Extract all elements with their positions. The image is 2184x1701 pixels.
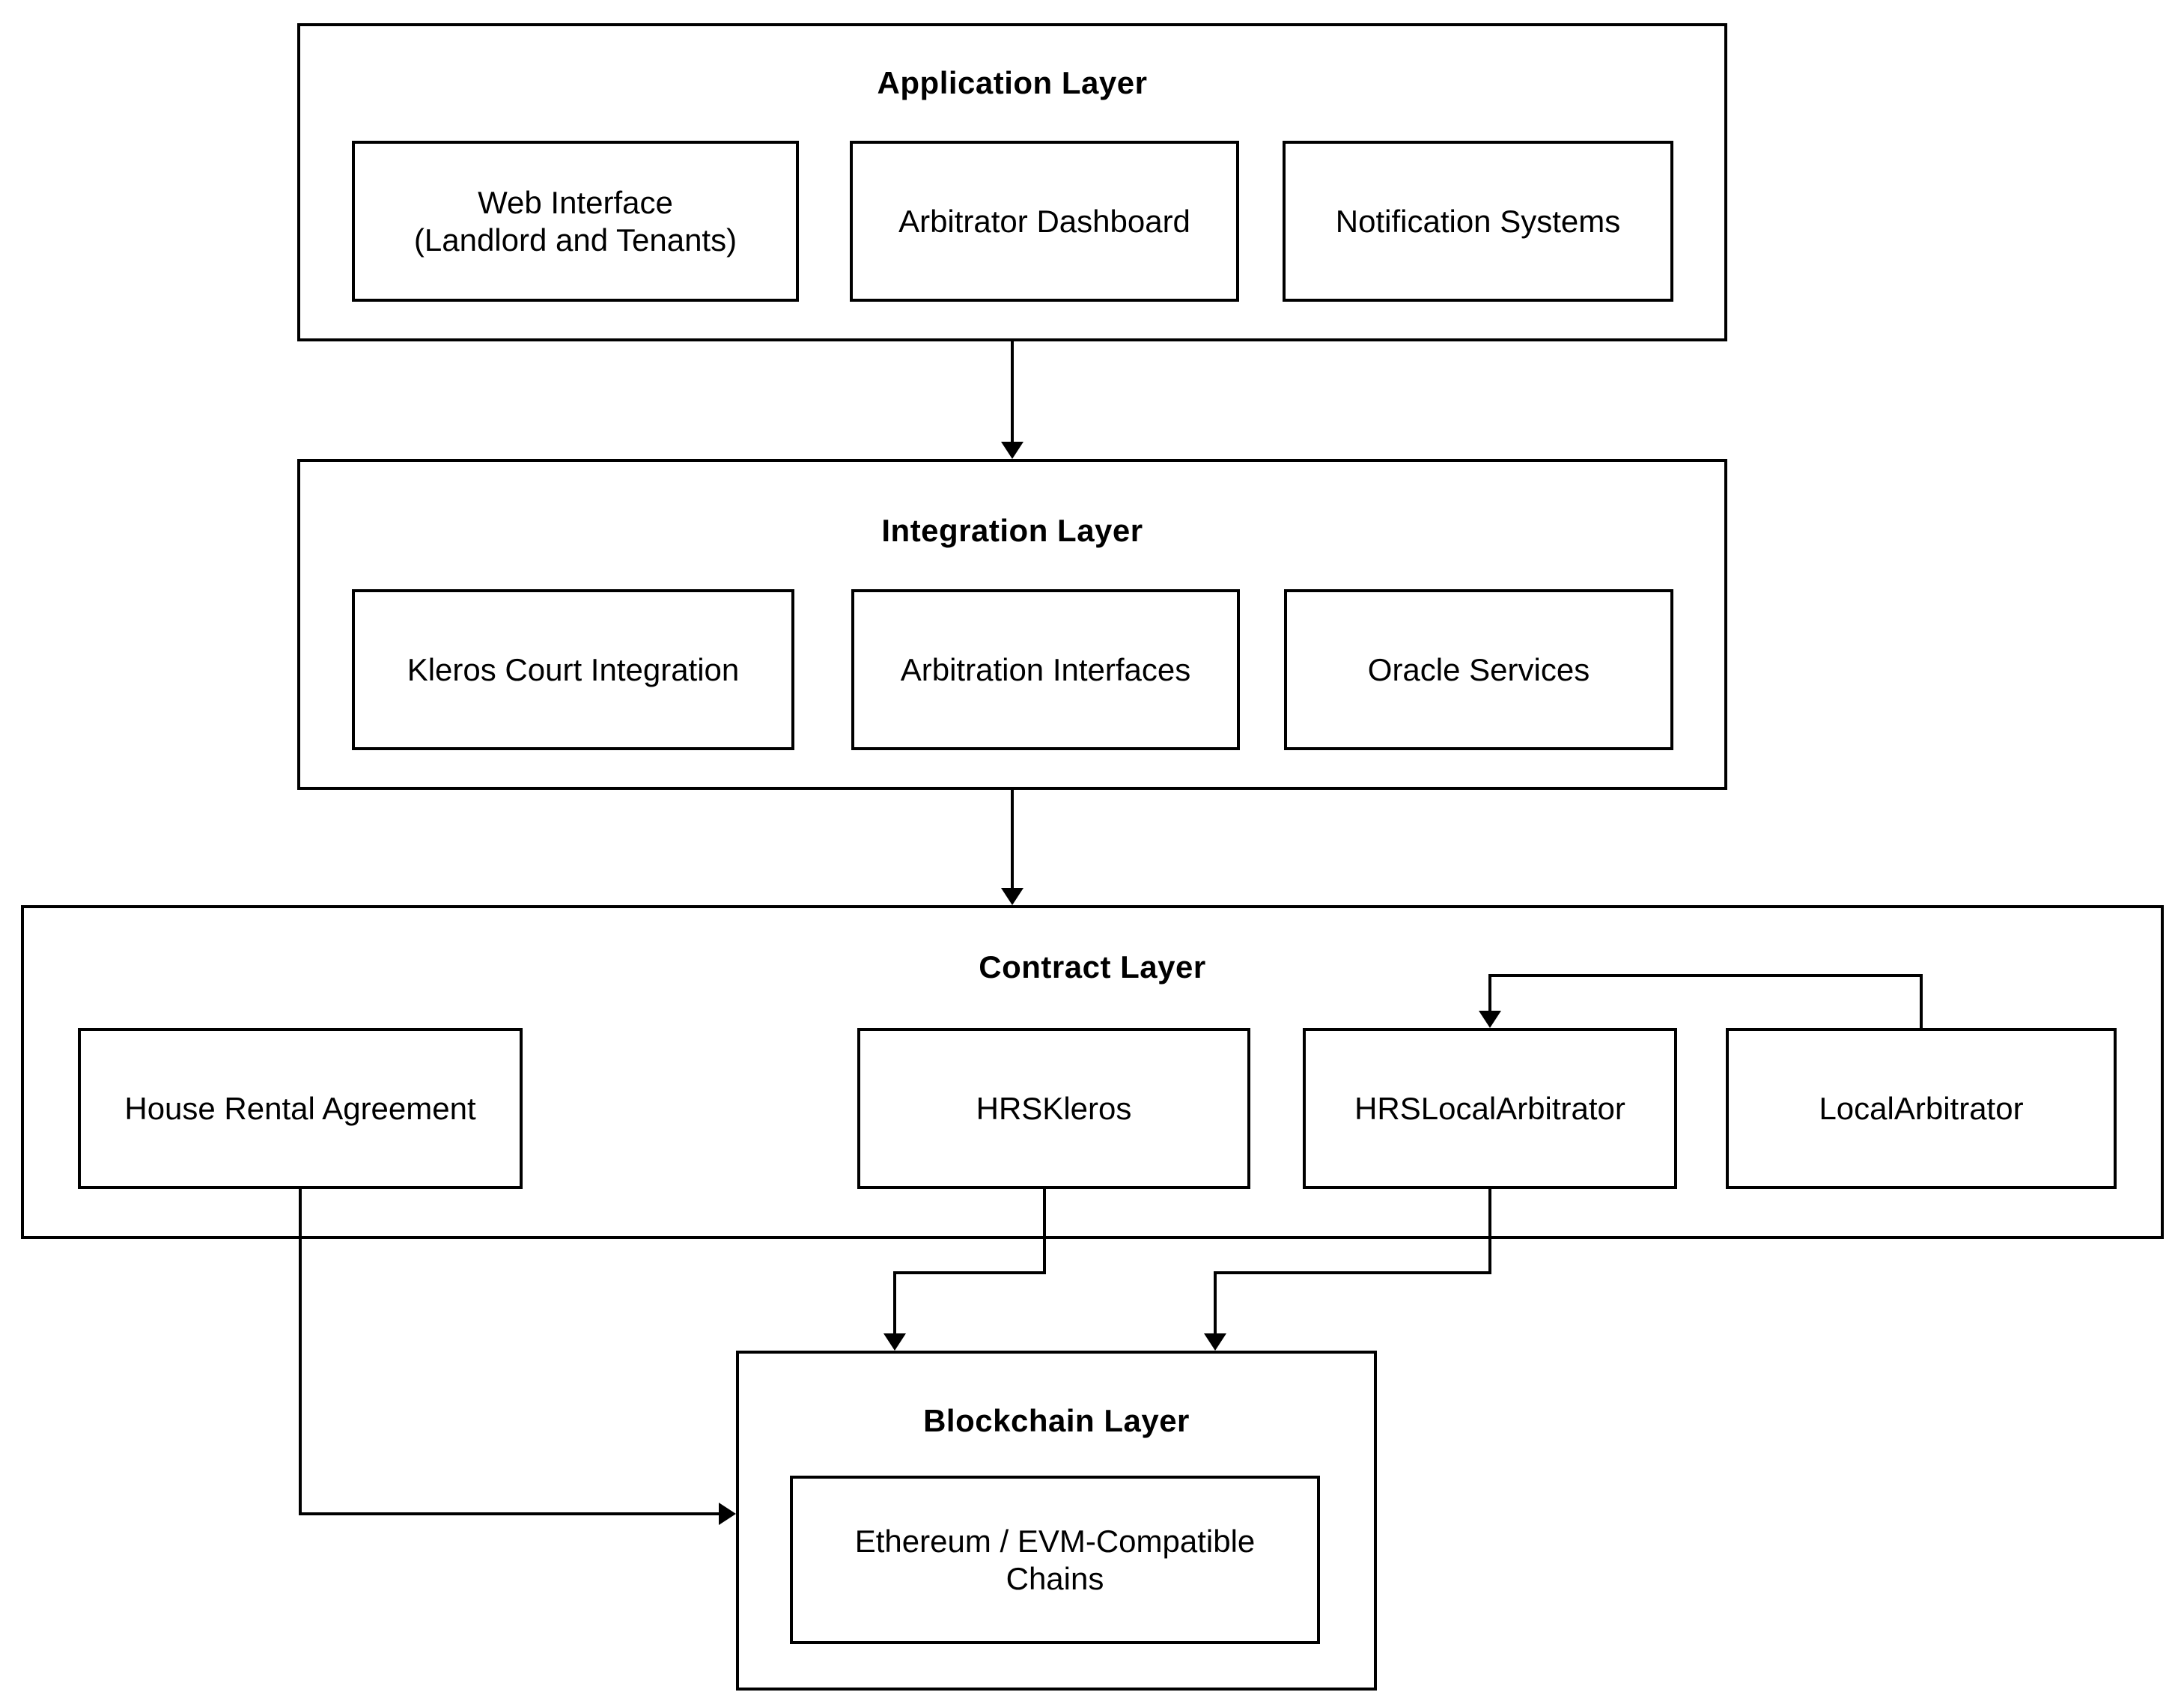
connector-hrskleros-down-segment — [1043, 1189, 1046, 1274]
node-notification-systems: Notification Systems — [1283, 141, 1673, 302]
connector-localarbitrator-down-segment — [1488, 974, 1491, 1012]
node-notification-systems-label: Notification Systems — [1335, 203, 1621, 239]
node-localarbitrator: LocalArbitrator — [1726, 1028, 2117, 1189]
node-hrslocalarbitrator: HRSLocalArbitrator — [1303, 1028, 1677, 1189]
connector-localarbitrator-to-hrslocalarbitrator-arrowhead — [1479, 1011, 1501, 1028]
node-oracle-services: Oracle Services — [1284, 589, 1673, 750]
node-hrskleros-label: HRSKleros — [976, 1090, 1132, 1126]
blockchain-layer-title: Blockchain Layer — [923, 1403, 1190, 1438]
node-oracle-services-label: Oracle Services — [1367, 651, 1590, 687]
node-arbitrator-dashboard: Arbitrator Dashboard — [850, 141, 1239, 302]
node-house-rental-agreement-label: House Rental Agreement — [124, 1090, 476, 1126]
connector-house-rental-horizontal-segment — [299, 1512, 720, 1515]
connector-hrslocalarbitrator-down-segment — [1488, 1189, 1491, 1274]
node-ethereum-evm-chains-label: Ethereum / EVM-Compatible Chains — [854, 1523, 1256, 1596]
node-web-interface-label: Web Interface (Landlord and Tenants) — [413, 184, 737, 258]
connector-house-rental-to-blockchain-arrowhead — [719, 1503, 736, 1525]
node-house-rental-agreement: House Rental Agreement — [78, 1028, 523, 1189]
connector-hrslocalarbitrator-descend-segment — [1214, 1271, 1217, 1335]
node-arbitration-interfaces: Arbitration Interfaces — [851, 589, 1240, 750]
contract-layer-title: Contract Layer — [979, 949, 1206, 985]
node-kleros-court-integration-label: Kleros Court Integration — [407, 651, 740, 687]
connector-localarbitrator-up-segment — [1920, 974, 1923, 1028]
node-hrslocalarbitrator-label: HRSLocalArbitrator — [1354, 1090, 1625, 1126]
connector-integration-to-contract-arrowhead — [1001, 888, 1023, 905]
connector-localarbitrator-horizontal-segment — [1488, 974, 1923, 977]
connector-hrskleros-to-blockchain-arrowhead — [883, 1333, 906, 1351]
integration-layer-title: Integration Layer — [881, 513, 1143, 548]
node-hrskleros: HRSKleros — [857, 1028, 1250, 1189]
connector-hrslocalarbitrator-to-blockchain-arrowhead — [1204, 1333, 1226, 1351]
application-layer-title: Application Layer — [877, 65, 1148, 100]
node-web-interface: Web Interface (Landlord and Tenants) — [352, 141, 799, 302]
connector-hrskleros-descend-segment — [893, 1271, 896, 1335]
connector-integration-to-contract-stem — [1011, 790, 1014, 889]
node-localarbitrator-label: LocalArbitrator — [1819, 1090, 2024, 1126]
connector-house-rental-down-segment — [299, 1189, 302, 1515]
node-kleros-court-integration: Kleros Court Integration — [352, 589, 794, 750]
connector-hrslocalarbitrator-horizontal-segment — [1214, 1271, 1491, 1274]
node-arbitration-interfaces-label: Arbitration Interfaces — [900, 651, 1191, 687]
node-arbitrator-dashboard-label: Arbitrator Dashboard — [898, 203, 1190, 239]
connector-hrskleros-horizontal-segment — [893, 1271, 1046, 1274]
connector-application-to-integration-stem — [1011, 341, 1014, 443]
connector-application-to-integration-arrowhead — [1001, 442, 1023, 459]
node-ethereum-evm-chains: Ethereum / EVM-Compatible Chains — [790, 1476, 1320, 1644]
